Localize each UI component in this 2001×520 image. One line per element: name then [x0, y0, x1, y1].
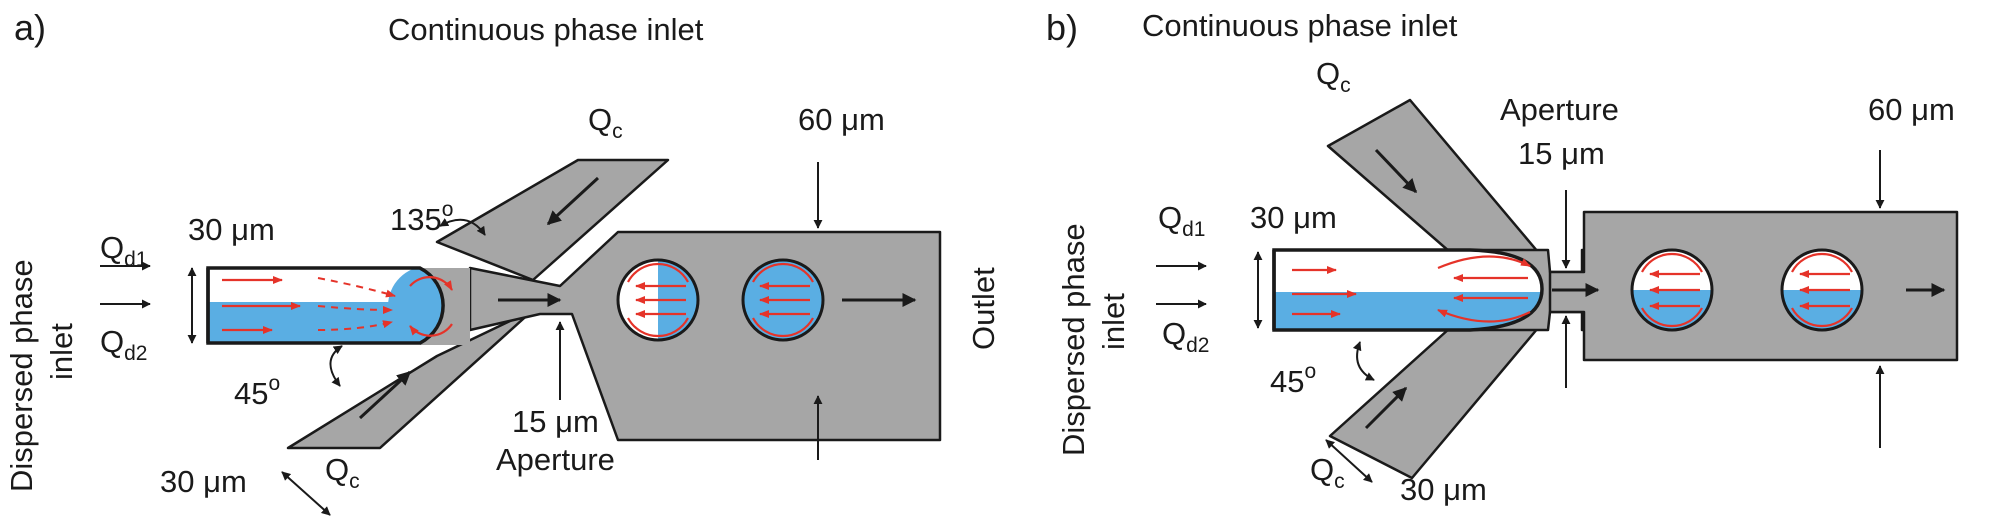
panel-b-continuous-inlet-label: Continuous phase inlet: [1142, 8, 1458, 43]
panel-b-angle-45: 45o: [1270, 360, 1316, 399]
panel-a-annotation-arrows: [100, 162, 823, 516]
panel-b-outlet-channel: [1548, 210, 1959, 362]
panel-a-qc-top: Qc: [588, 102, 623, 143]
panel-a-qc-bottom: Qc: [325, 452, 360, 493]
panel-a-junction-and-outlet: [468, 230, 942, 442]
panel-b-qd1: Qd1: [1158, 200, 1205, 241]
panel-a-dispersed-label-line1: Dispersed phase: [4, 259, 39, 492]
panel-b-aperture-size: 15 μm: [1518, 136, 1605, 171]
panel-b-outlet-width: 60 μm: [1868, 92, 1955, 127]
panel-b-droplet-2: [1780, 248, 1864, 332]
panel-b-aperture-label: Aperture: [1500, 92, 1619, 127]
panel-a-inlet-width: 30 μm: [188, 212, 275, 247]
panel-a-qd2: Qd2: [100, 324, 147, 365]
panel-b-qc-top: Qc: [1316, 56, 1351, 97]
panel-b-side-width: 30 μm: [1400, 472, 1487, 507]
panel-b-annotation-arrows: [1156, 150, 1885, 483]
panel-b-letter: b): [1046, 7, 1078, 48]
panel-a-droplet-1: [616, 258, 700, 342]
panel-b-lower-side-channel: [1328, 326, 1540, 480]
panel-a-aperture-size: 15 μm: [512, 404, 599, 439]
panel-a-qd1: Qd1: [100, 230, 147, 271]
panel-a-angle-135: 135o: [390, 198, 453, 237]
panel-a-angle-45: 45o: [234, 372, 280, 411]
panel-a: a) Continuous phase inlet Dispersed phas…: [4, 7, 1001, 516]
panel-b-dispersed-label-line1: Dispersed phase: [1056, 223, 1091, 456]
panel-b-qc-bottom: Qc: [1310, 452, 1345, 493]
panel-b-dispersed-label-line2: inlet: [1096, 293, 1131, 350]
panel-a-continuous-inlet-label: Continuous phase inlet: [388, 12, 704, 47]
panel-b-droplet-1: [1630, 248, 1714, 332]
panel-b-inlet-width: 30 μm: [1250, 200, 1337, 235]
panel-b: b) Continuous phase inlet Dispersed phas…: [1046, 7, 1959, 507]
panel-a-letter: a): [14, 7, 46, 48]
panel-b-dispersed-inlet: [1272, 248, 1544, 332]
panel-a-droplet-2: [741, 258, 825, 342]
panel-a-dispersed-label-line2: inlet: [44, 323, 79, 380]
panel-a-aperture-label: Aperture: [496, 442, 615, 477]
panel-a-inlet-flow-arrows: [222, 276, 453, 337]
panel-b-inlet-outline: [1272, 248, 1544, 332]
panel-b-inlet-flow-arrows: [1292, 255, 1531, 323]
panel-a-outlet-width: 60 μm: [798, 102, 885, 137]
panel-a-outlet-label: Outlet: [966, 267, 1001, 350]
panel-a-side-width: 30 μm: [160, 464, 247, 499]
panel-a-inlet-outline: [206, 266, 445, 345]
panel-b-qd2: Qd2: [1162, 316, 1209, 357]
